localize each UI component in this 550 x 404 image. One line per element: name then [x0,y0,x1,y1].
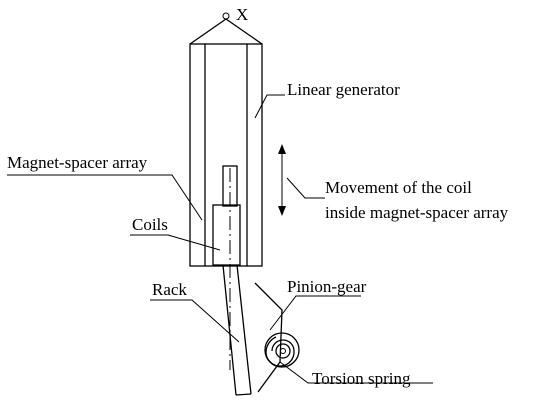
leader-rack [150,299,240,343]
leader-coils [130,234,221,251]
label-linear-generator: Linear generator [287,80,400,99]
leader-magnet-spacer [7,174,203,221]
coils [212,204,241,266]
pivot-label: X [236,5,248,24]
label-rack: Rack [152,280,187,299]
movement-arrow [278,144,286,216]
leader-pinion [269,295,361,331]
label-coils: Coils [132,215,168,234]
torsion-spring-coil [265,336,295,367]
leader-movement [286,177,325,199]
leader-torsion-spring [279,361,433,384]
rack [222,264,252,396]
pinion-gear [254,282,300,393]
linear-generator-housing [189,43,263,267]
label-movement-line1: Movement of the coil [325,178,472,197]
pivot-point [222,12,230,20]
label-movement-line2: inside magnet-spacer array [325,203,509,222]
label-torsion-spring: Torsion spring [312,369,411,388]
leader-linear-generator [254,94,285,119]
label-pinion-gear: Pinion-gear [287,277,367,296]
suspension-lines [189,18,263,45]
label-magnet-spacer-array: Magnet-spacer array [7,153,148,172]
